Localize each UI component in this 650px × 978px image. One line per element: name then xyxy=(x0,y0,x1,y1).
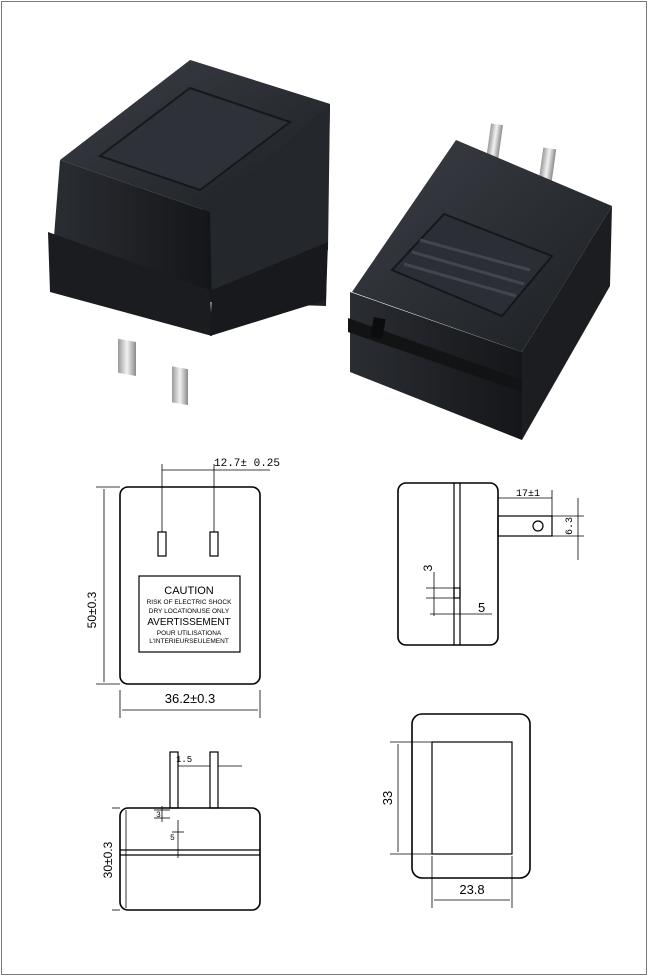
dim-bottom-height: 30±0.3 xyxy=(101,841,115,878)
label-caution-line2: DRY LOCATIONUSE ONLY xyxy=(149,608,230,615)
dim-slot-height: 3 xyxy=(421,564,435,571)
dim-pin-hole: 6.3 xyxy=(565,517,576,535)
label-caution-line1: RISK OF ELECTRIC SHOCK xyxy=(147,599,233,606)
label-avert-line1: POUR UTILISATIONA xyxy=(157,630,222,637)
bottom-view-drawing xyxy=(112,751,261,911)
adapter-photo-left xyxy=(48,60,330,406)
dim-pin-spacing: 12.7± 0.25 xyxy=(214,458,280,470)
label-caution: CAUTION xyxy=(164,585,214,597)
front-view-drawing xyxy=(96,464,270,718)
label-avert-line2: L'INTERIEURSEULEMENT xyxy=(149,638,229,645)
dim-front-width: 36.2±0.3 xyxy=(165,691,216,706)
label-avertissement: AVERTISSEMENT xyxy=(147,617,231,628)
dim-top-width: 23.8 xyxy=(459,882,484,897)
dim-bottom-pin-width: 1.5 xyxy=(176,755,192,765)
top-view-drawing xyxy=(390,713,531,908)
dim-slot-offset: 5 xyxy=(478,600,485,615)
dim-bottom-3: 3 xyxy=(156,811,161,820)
dim-front-height: 50±0.3 xyxy=(85,591,99,628)
dim-pin-length: 17±1 xyxy=(516,489,540,500)
adapter-photo-right xyxy=(348,123,612,440)
dim-bottom-5: 5 xyxy=(170,834,175,843)
dim-top-height: 33 xyxy=(380,791,395,805)
side-view-drawing xyxy=(397,482,584,646)
